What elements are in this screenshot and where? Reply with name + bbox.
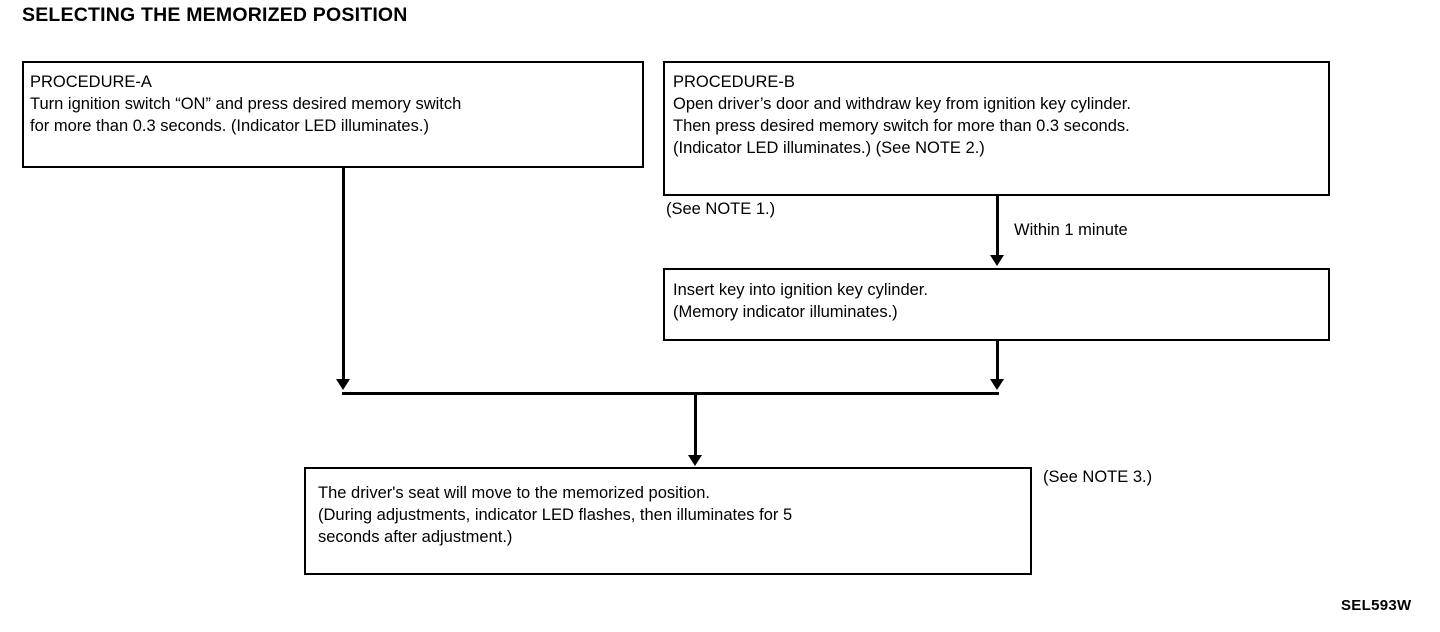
result-line-2: (During adjustments, indicator LED flash… <box>318 506 793 524</box>
connector-insert-key-down-stem <box>996 341 999 380</box>
result-line-3: seconds after adjustment.) <box>318 528 513 546</box>
result-line-1: The driver's seat will move to the memor… <box>318 484 710 502</box>
procedure-b-line-3: (Indicator LED illuminates.) (See NOTE 2… <box>673 139 985 157</box>
connector-merge-to-result-arrowhead <box>688 455 702 466</box>
connector-a-down-arrowhead <box>336 379 350 390</box>
procedure-a-box: PROCEDURE-A Turn ignition switch “ON” an… <box>22 61 644 168</box>
procedure-a-heading: PROCEDURE-A <box>30 73 152 91</box>
figure-code: SEL593W <box>1341 597 1412 614</box>
connector-insert-key-down-arrowhead <box>990 379 1004 390</box>
within-one-minute-annotation: Within 1 minute <box>1014 221 1128 239</box>
page-title: SELECTING THE MEMORIZED POSITION <box>22 4 408 26</box>
note-1-annotation: (See NOTE 1.) <box>666 200 776 218</box>
connector-b-to-insert-key-stem <box>996 196 999 257</box>
result-box: The driver's seat will move to the memor… <box>304 467 1032 575</box>
procedure-a-line-2: for more than 0.3 seconds. (Indicator LE… <box>30 117 429 135</box>
insert-key-line-2: (Memory indicator illuminates.) <box>673 303 898 321</box>
insert-key-box: Insert key into ignition key cylinder. (… <box>663 268 1330 341</box>
note-3-annotation: (See NOTE 3.) <box>1043 468 1153 486</box>
merge-bar <box>342 392 999 395</box>
procedure-a-line-1: Turn ignition switch “ON” and press desi… <box>30 95 462 113</box>
procedure-b-line-2: Then press desired memory switch for mor… <box>673 117 1130 135</box>
insert-key-line-1: Insert key into ignition key cylinder. <box>673 281 928 299</box>
connector-merge-to-result-stem <box>694 392 697 456</box>
procedure-b-heading: PROCEDURE-B <box>673 73 795 91</box>
connector-b-to-insert-key-arrowhead <box>990 255 1004 266</box>
procedure-b-box: PROCEDURE-B Open driver’s door and withd… <box>663 61 1330 196</box>
procedure-b-line-1: Open driver’s door and withdraw key from… <box>673 95 1131 113</box>
connector-a-down-stem <box>342 168 345 380</box>
